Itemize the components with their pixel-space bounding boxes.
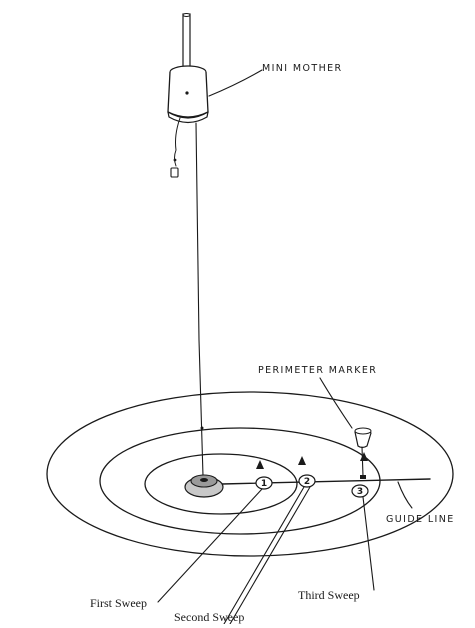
marker-1: 1 (255, 476, 273, 490)
inner-search-circle (144, 453, 298, 515)
unit-base (167, 111, 209, 124)
marker-3: 3 (351, 484, 369, 498)
tether-knot (173, 158, 177, 162)
marker-2-circle (298, 474, 316, 488)
antenna-rod (182, 13, 191, 70)
sweep-arrows (256, 452, 368, 469)
float-line (361, 446, 364, 477)
second-sweep-label: Second Sweep (174, 610, 244, 624)
perimeter-marker-label: PERIMETER MARKER (258, 365, 377, 376)
outer-search-circle (46, 391, 454, 557)
second-sweep-arrow (298, 456, 306, 465)
second-sweep-leader-b (229, 486, 311, 625)
marker-3-circle (351, 484, 369, 498)
mini-mother-label: MINI MOTHER (262, 63, 343, 74)
marker-2-number: 2 (304, 477, 310, 487)
sweep-markers: 1 2 3 (255, 474, 369, 498)
float-top (354, 427, 372, 435)
descent-dot (200, 426, 204, 430)
descent-line (195, 122, 204, 477)
mini-mother-leader (208, 69, 263, 97)
diagram-labels: MINI MOTHER PERIMETER MARKER GUIDE LINE … (90, 63, 455, 624)
antenna-top (182, 13, 191, 17)
marker-1-number: 1 (261, 479, 267, 489)
marker-1-circle (255, 476, 273, 490)
third-sweep-label: Third Sweep (298, 588, 360, 602)
first-sweep-leader (157, 488, 263, 603)
unit-indicator-dot (185, 91, 189, 95)
middle-search-circle (99, 427, 381, 535)
first-sweep-arrow (256, 460, 264, 469)
search-circles (46, 391, 454, 557)
second-sweep-leader-a (223, 486, 305, 625)
mini-mother-unit (167, 13, 209, 178)
guide-line-label: GUIDE LINE (386, 514, 455, 525)
base-spool (184, 474, 224, 498)
spool-center (200, 478, 208, 482)
first-sweep-label: First Sweep (90, 596, 147, 610)
marker-2: 2 (298, 474, 316, 488)
marker-3-number: 3 (357, 487, 363, 497)
unit-body (167, 71, 209, 118)
float-anchor (360, 475, 366, 479)
perimeter-marker-leader (319, 377, 353, 429)
third-sweep-arrow (360, 452, 368, 461)
guide-line-leader (397, 481, 413, 509)
tether-weight (170, 167, 179, 178)
leader-lines (157, 69, 413, 625)
third-sweep-leader (362, 496, 375, 591)
perimeter-marker-float (354, 427, 372, 479)
